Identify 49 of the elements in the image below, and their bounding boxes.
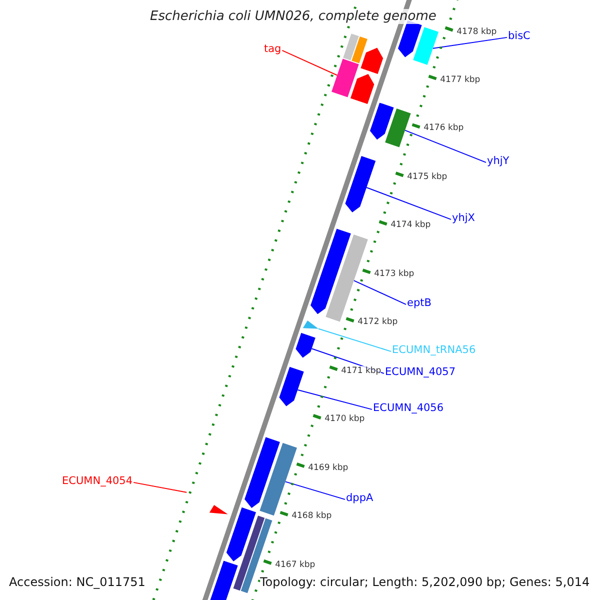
gene-label: dppA bbox=[346, 492, 374, 504]
position-label: 4170 kbp bbox=[324, 414, 365, 424]
gene-label: yhjY bbox=[487, 155, 510, 167]
info-text: Topology: circular; Length: 5,202,090 bp; Genes: 5,014 bbox=[260, 575, 590, 589]
leader-line bbox=[284, 481, 346, 500]
position-label: 4176 kbp bbox=[424, 123, 464, 134]
position-label: 4178 kbp bbox=[456, 26, 497, 37]
position-label: 4175 kbp bbox=[407, 172, 448, 182]
position-label: 4173 kbp bbox=[374, 268, 414, 279]
gene-bar bbox=[343, 34, 359, 60]
info-text: Accession: NC_011751 bbox=[9, 575, 146, 589]
position-label: 4168 kbp bbox=[292, 511, 332, 522]
gene-bar bbox=[413, 27, 439, 65]
gene-arrow-shape bbox=[370, 102, 394, 140]
leader-line bbox=[318, 328, 392, 352]
leader-line bbox=[133, 482, 188, 493]
gene-bar bbox=[332, 58, 359, 98]
gene-triangle bbox=[209, 505, 228, 514]
gene-arrow-shape bbox=[360, 48, 384, 74]
position-label: 4167 kbp bbox=[275, 560, 316, 570]
gene-label: eptB bbox=[407, 297, 432, 309]
gene-label: ECUMN_4054 bbox=[62, 475, 133, 487]
gene-label: bisC bbox=[508, 30, 530, 42]
position-label: 4169 kbp bbox=[308, 462, 348, 473]
leader-line bbox=[297, 389, 372, 410]
gene-arrow-shape bbox=[296, 332, 316, 358]
gene-label: ECUMN_tRNA56 bbox=[392, 344, 476, 356]
position-label: 4171 kbp bbox=[341, 366, 382, 376]
position-label: 4177 kbp bbox=[440, 75, 480, 86]
gene-label: ECUMN_4056 bbox=[373, 402, 444, 414]
position-label: 4172 kbp bbox=[358, 317, 398, 328]
position-label: 4174 kbp bbox=[390, 220, 431, 230]
leader-line bbox=[366, 187, 452, 220]
gene-triangle bbox=[302, 320, 318, 329]
gene-label: tag bbox=[264, 43, 282, 55]
map-title: Escherichia coli UMN026, complete genome bbox=[150, 9, 436, 24]
gene-label: yhjX bbox=[452, 212, 475, 224]
gene-arrow-shape bbox=[345, 156, 376, 212]
leader-line bbox=[353, 280, 406, 305]
gene-bar bbox=[385, 108, 411, 148]
gene-bar bbox=[352, 36, 368, 64]
gene-arrow-shape bbox=[279, 366, 304, 406]
leader-line bbox=[432, 36, 508, 49]
gene-label: ECUMN_4057 bbox=[385, 366, 456, 378]
gene-arrow-shape bbox=[226, 507, 256, 562]
gene-arrow-shape bbox=[350, 74, 374, 104]
gene-arrow-shape bbox=[310, 228, 351, 314]
gene-arrow-shape bbox=[244, 437, 280, 508]
leader-line bbox=[282, 50, 338, 76]
